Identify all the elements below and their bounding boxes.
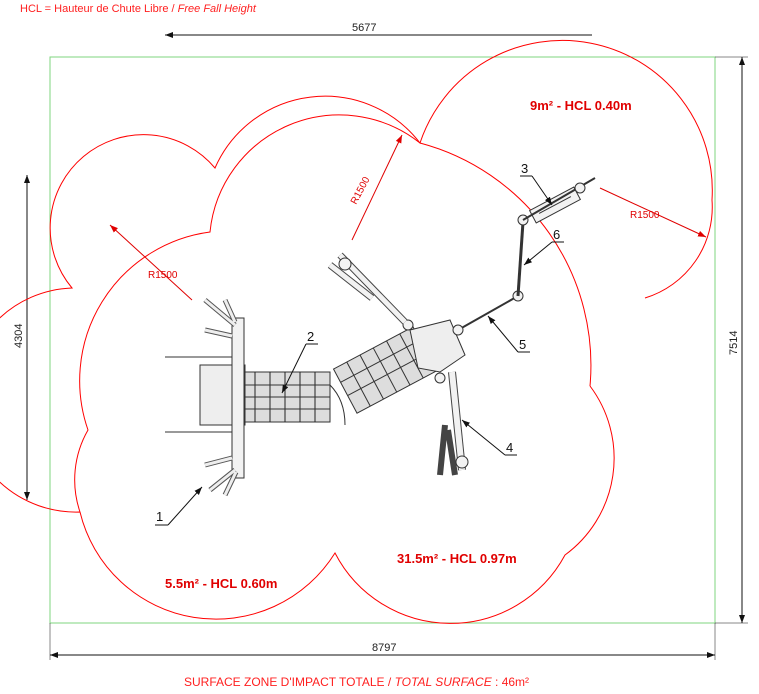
play-structure bbox=[165, 177, 596, 497]
impact-zone-inner bbox=[74, 114, 592, 513]
svg-text:4304: 4304 bbox=[13, 324, 25, 348]
dim-right: 7514 bbox=[715, 56, 748, 624]
svg-text:5677: 5677 bbox=[352, 22, 376, 34]
radius-top: R1500 bbox=[349, 134, 403, 241]
svg-text:R1500: R1500 bbox=[630, 210, 660, 221]
svg-text:3: 3 bbox=[521, 161, 528, 176]
svg-text:2: 2 bbox=[307, 329, 314, 344]
svg-text:R1500: R1500 bbox=[349, 175, 373, 207]
zone-label-top-right: 9m² - HCL 0.40m bbox=[530, 98, 632, 113]
svg-text:7514: 7514 bbox=[728, 331, 740, 355]
svg-text:4: 4 bbox=[506, 440, 513, 455]
total-surface-note: SURFACE ZONE D'IMPACT TOTALE / TOTAL SUR… bbox=[184, 675, 530, 689]
hcl-legend: HCL = Hauteur de Chute Libre / Free Fall… bbox=[20, 3, 256, 15]
zone-label-bottom-left: 5.5m² - HCL 0.60m bbox=[165, 576, 277, 591]
radius-left: R1500 bbox=[109, 224, 193, 301]
dim-top: 5677 bbox=[165, 22, 592, 38]
part-label-3: 3 bbox=[520, 161, 553, 206]
radius-right: R1500 bbox=[599, 187, 707, 238]
part-label-5: 5 bbox=[487, 315, 530, 353]
svg-text:1: 1 bbox=[156, 509, 163, 524]
impact-zone-outline bbox=[0, 39, 713, 624]
svg-text:5: 5 bbox=[519, 337, 526, 352]
part-label-2: 2 bbox=[281, 329, 318, 394]
part-label-4: 4 bbox=[461, 419, 517, 456]
svg-text:6: 6 bbox=[553, 227, 560, 242]
svg-text:R1500: R1500 bbox=[148, 270, 178, 281]
part-label-6: 6 bbox=[523, 227, 564, 266]
dim-left: 4304 bbox=[13, 175, 30, 500]
boundary-rect bbox=[49, 56, 716, 624]
zone-label-main: 31.5m² - HCL 0.97m bbox=[397, 551, 517, 566]
dim-bottom: 8797 bbox=[49, 623, 716, 660]
svg-text:8797: 8797 bbox=[372, 642, 396, 654]
part-label-1: 1 bbox=[155, 486, 203, 526]
